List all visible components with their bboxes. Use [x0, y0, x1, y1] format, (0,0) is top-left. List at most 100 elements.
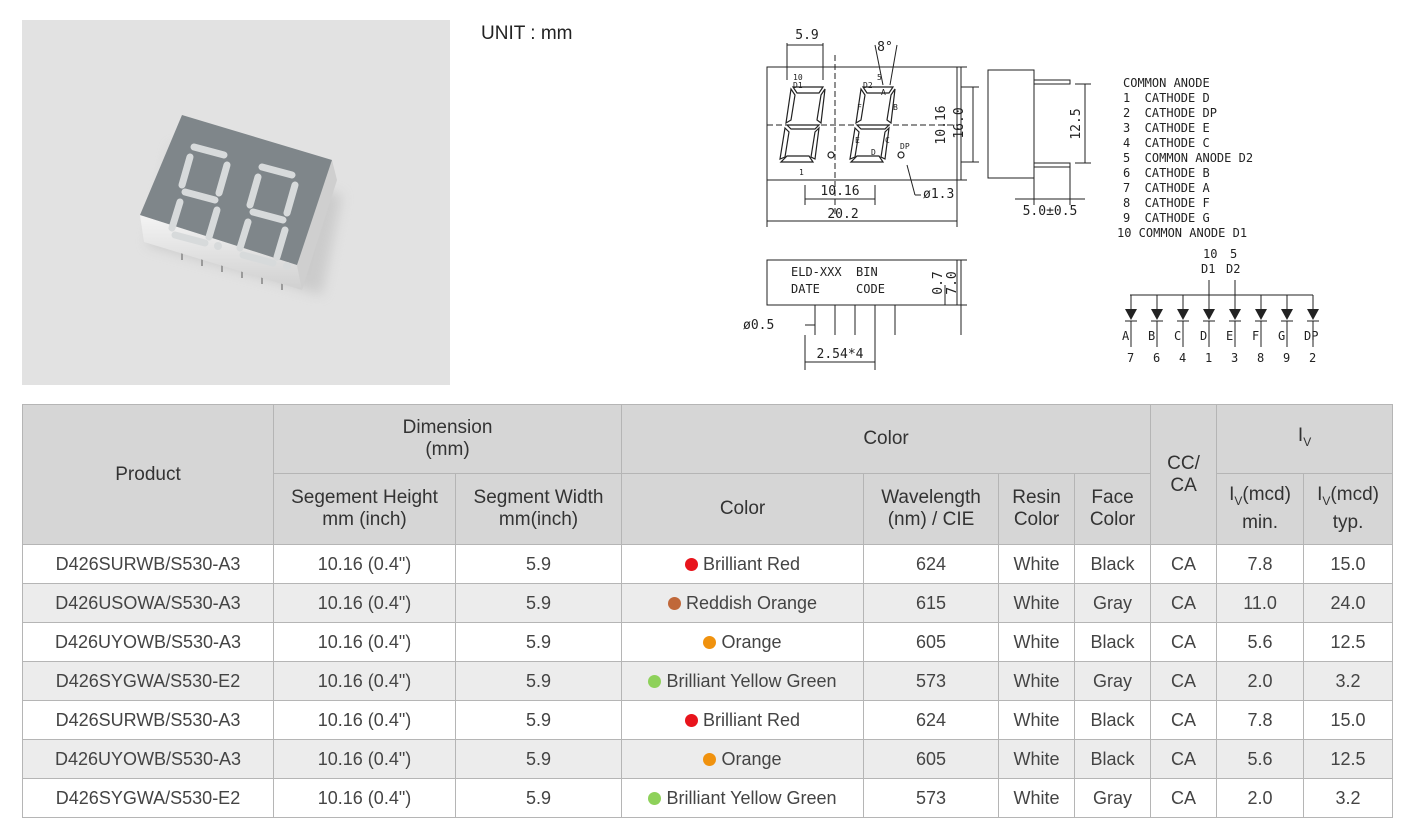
segment-pin-number: 2 [1309, 351, 1316, 365]
diode-wire [1203, 295, 1215, 347]
cell-height: 10.16 (0.4") [273, 622, 456, 662]
pin-label-d1: D1 [793, 81, 803, 90]
diode-icon [1255, 309, 1267, 320]
led-display-image [140, 115, 342, 295]
table-row: D426USOWA/S530-A3 10.16 (0.4") 5.9 Reddi… [22, 583, 1394, 623]
anode-name-d2: D2 [1226, 262, 1240, 276]
dim-dp-dia: ø1.3 [923, 187, 954, 202]
segment-pin-number: 6 [1153, 351, 1160, 365]
cell-ivtyp: 12.5 [1303, 739, 1394, 779]
diode-wire [1125, 295, 1137, 347]
pin-label-d: D [871, 148, 876, 157]
segment-label: A [1122, 329, 1130, 343]
cell-ccca: CA [1150, 739, 1218, 779]
cell-width: 5.9 [454, 544, 623, 584]
cell-face: Black [1074, 544, 1152, 584]
dim-seg-height: 10.16 [934, 105, 949, 144]
cell-wavelength: 605 [863, 622, 1000, 662]
dim-total-height: 16.0 [952, 107, 967, 138]
cell-product: D426USOWA/S530-A3 [22, 583, 274, 623]
cell-ivmin: 7.8 [1216, 544, 1305, 584]
pin-label-e: E [855, 136, 860, 145]
cell-ivtyp: 24.0 [1303, 583, 1394, 623]
cell-color: Orange [621, 622, 865, 662]
cell-width: 5.9 [454, 622, 623, 662]
cell-width: 5.9 [454, 739, 623, 779]
cell-product: D426SURWB/S530-A3 [22, 544, 274, 584]
cell-wavelength: 624 [863, 700, 1000, 740]
cell-color: Reddish Orange [621, 583, 865, 623]
table-row: D426UYOWB/S530-A3 10.16 (0.4") 5.9 Orang… [22, 739, 1394, 779]
header-wavelength: Wavelength(nm) / CIE [863, 473, 1000, 545]
cell-wavelength: 573 [863, 661, 1000, 701]
cell-color: Brilliant Red [621, 700, 865, 740]
cell-resin: White [998, 622, 1076, 662]
svg-text:9 CATHODE G: 9 CATHODE G [1123, 211, 1210, 225]
spec-table: Product Dimension(mm) Color CC/CA IV Seg… [22, 404, 1394, 818]
cell-ivtyp: 15.0 [1303, 700, 1394, 740]
cell-ivmin: 5.6 [1216, 739, 1305, 779]
segment-label: F [1252, 329, 1259, 343]
cell-resin: White [998, 739, 1076, 779]
pin-label-1: 1 [799, 168, 804, 177]
segment-pin-number: 3 [1231, 351, 1238, 365]
cell-width: 5.9 [454, 700, 623, 740]
pin-label-5: 5 [877, 73, 882, 82]
cell-ivmin: 2.0 [1216, 778, 1305, 818]
cell-height: 10.16 (0.4") [273, 700, 456, 740]
cell-ivtyp: 3.2 [1303, 661, 1394, 701]
svg-text:4 CATHODE C: 4 CATHODE C [1123, 136, 1210, 150]
label-line-1: ELD-XXX BIN [791, 265, 878, 279]
diode-wire [1177, 295, 1189, 347]
svg-text:COMMON ANODE: COMMON ANODE [1123, 76, 1210, 90]
color-dot-icon [648, 791, 662, 805]
cell-product: D426SYGWA/S530-E2 [22, 778, 274, 818]
diode-icon [1203, 309, 1215, 320]
front-view-body [766, 66, 958, 181]
header-cc-ca: CC/CA [1150, 404, 1218, 545]
dim-top-width: 5.9 [795, 28, 818, 43]
segment-label: D [1200, 329, 1207, 343]
cell-ivtyp: 12.5 [1303, 622, 1394, 662]
dimension-drawing: 5.9 8° 10.16 16.0 10.16 20.2 ø1.3 12.5 5… [743, 28, 1319, 370]
cell-ccca: CA [1150, 544, 1218, 584]
cell-face: Black [1074, 622, 1152, 662]
cell-wavelength: 624 [863, 544, 1000, 584]
cell-color: Brilliant Yellow Green [621, 778, 865, 818]
cell-product: D426SYGWA/S530-E2 [22, 661, 274, 701]
svg-text:1 CATHODE D: 1 CATHODE D [1123, 91, 1210, 105]
cell-ivmin: 11.0 [1216, 583, 1305, 623]
table-row: D426UYOWB/S530-A3 10.16 (0.4") 5.9 Orang… [22, 622, 1394, 662]
svg-text:6 CATHODE B: 6 CATHODE B [1123, 166, 1210, 180]
cell-face: Gray [1074, 661, 1152, 701]
anode-pin-5: 5 [1230, 247, 1237, 261]
cell-wavelength: 615 [863, 583, 1000, 623]
header-iv-typ: IV(mcd)typ. [1303, 473, 1394, 545]
diode-wire [1281, 295, 1293, 347]
cell-ccca: CA [1150, 778, 1218, 818]
dim-pin-dia: ø0.5 [743, 318, 774, 333]
pin-label-c: C [885, 136, 890, 145]
circuit-diodes [1125, 295, 1319, 347]
dim-total-width: 20.2 [827, 207, 858, 222]
diode-wire [1229, 295, 1241, 347]
cell-height: 10.16 (0.4") [273, 583, 456, 623]
pin-label-f: F [857, 103, 862, 112]
dim-side-depth: 5.0±0.5 [1023, 204, 1078, 219]
header-dimension: Dimension(mm) [272, 404, 623, 474]
segment-pin-number: 9 [1283, 351, 1290, 365]
pin-label-d2: D2 [863, 81, 873, 90]
cell-ccca: CA [1150, 661, 1218, 701]
cell-height: 10.16 (0.4") [273, 739, 456, 779]
diode-icon [1177, 309, 1189, 320]
cell-ccca: CA [1150, 700, 1218, 740]
cell-face: Black [1074, 700, 1152, 740]
header-iv-min: IV(mcd)min. [1216, 473, 1305, 545]
dim-bottom-h2: 7.0 [945, 271, 960, 294]
cell-color: Orange [621, 739, 865, 779]
diode-icon [1229, 309, 1241, 320]
segment-pin-number: 4 [1179, 351, 1186, 365]
diode-icon [1281, 309, 1293, 320]
